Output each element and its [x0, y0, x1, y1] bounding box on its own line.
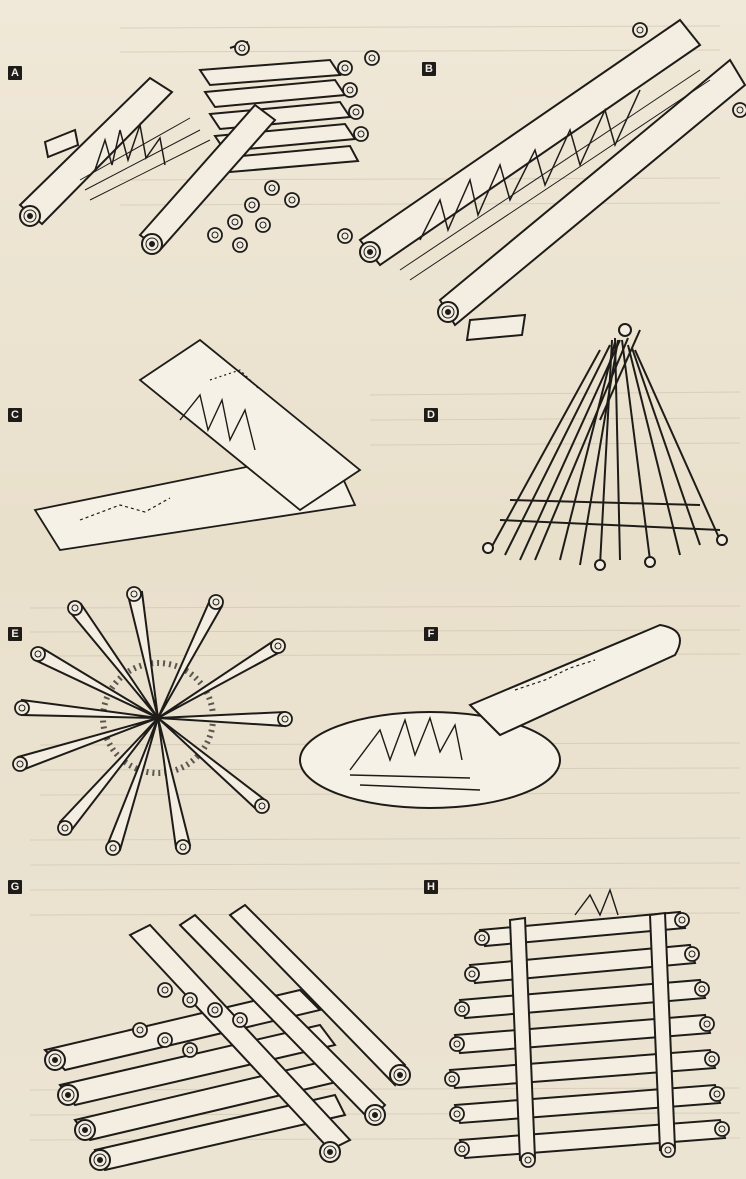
figure-a-drawing — [20, 41, 379, 254]
figure-label-e: E — [8, 627, 22, 641]
figure-label-a: A — [8, 66, 22, 80]
figure-b-drawing — [338, 20, 746, 340]
figure-f-drawing — [300, 625, 680, 808]
bleed-through-text — [30, 26, 740, 1140]
figure-h-drawing — [445, 890, 729, 1167]
figure-c-drawing — [35, 340, 360, 550]
figure-label-d: D — [424, 408, 438, 422]
figure-g-drawing — [45, 905, 410, 1170]
figure-e-drawing — [13, 587, 292, 855]
figure-label-f: F — [424, 627, 438, 641]
figure-label-g: G — [8, 880, 22, 894]
figure-label-h: H — [424, 880, 438, 894]
figure-d-drawing — [483, 324, 727, 570]
figure-label-b: B — [422, 62, 436, 76]
figure-label-c: C — [8, 408, 22, 422]
